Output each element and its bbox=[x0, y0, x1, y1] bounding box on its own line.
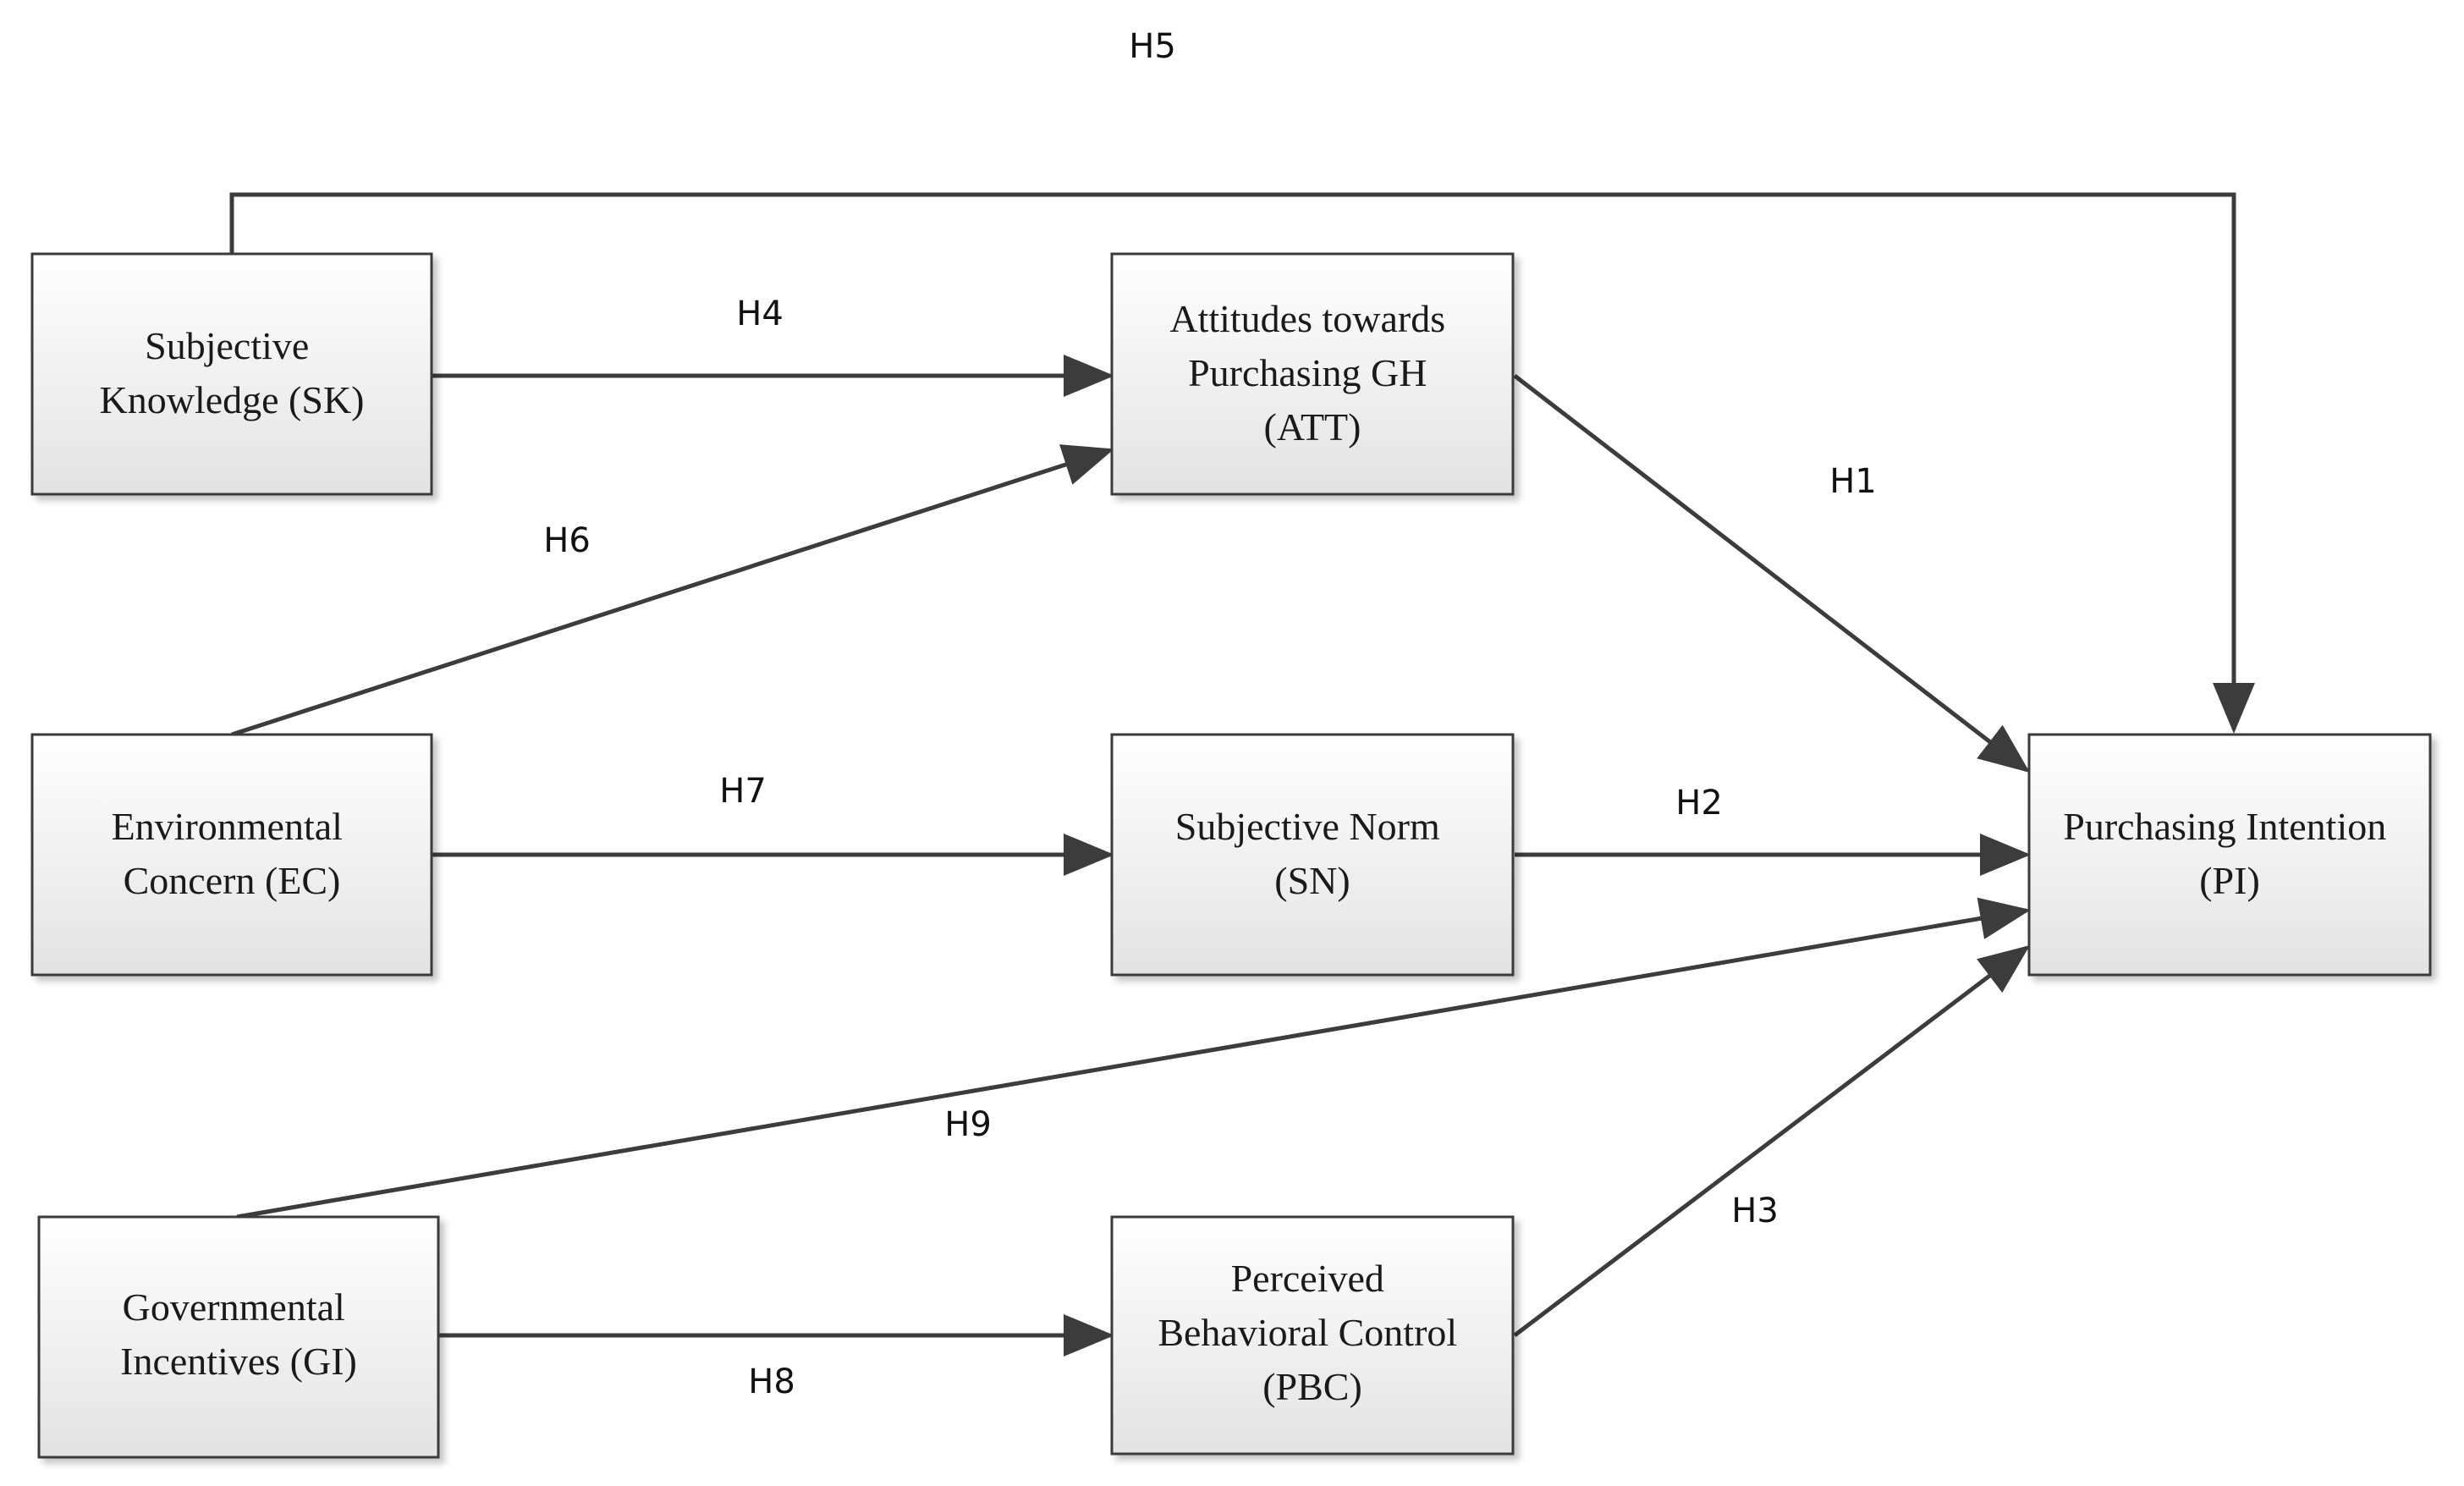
box-subjective-knowledge: Subjective Knowledge (SK) bbox=[30, 252, 433, 496]
arrow-h5-sk-to-pi bbox=[229, 192, 2255, 734]
box-label: Attitudes towards Purchasing GH (ATT) bbox=[1169, 297, 1455, 449]
label-line: (ATT) bbox=[1264, 405, 1361, 449]
arrow-h9-gi-to-pi bbox=[236, 897, 2031, 1219]
label-h6: H6 bbox=[543, 521, 591, 560]
label-line: (SN) bbox=[1274, 859, 1350, 902]
label-h1: H1 bbox=[1829, 462, 1877, 501]
arrow-h1-att-to-pi bbox=[1513, 374, 2030, 773]
label-line: Incentives (GI) bbox=[120, 1340, 357, 1383]
box-attitudes-towards-purchasing: Attitudes towards Purchasing GH (ATT) bbox=[1110, 252, 1515, 496]
label-h3: H3 bbox=[1731, 1192, 1779, 1230]
label-h4: H4 bbox=[736, 294, 784, 333]
label-h2: H2 bbox=[1675, 784, 1723, 823]
label-h8: H8 bbox=[748, 1362, 795, 1401]
box-label: Purchasing Intention (PI) bbox=[2063, 805, 2396, 902]
hypothesis-labels: H5 H4 H1 H6 H7 H2 H9 H3 H8 bbox=[543, 27, 1877, 1401]
box-purchasing-intention: Purchasing Intention (PI) bbox=[2027, 733, 2432, 977]
label-line: Purchasing Intention bbox=[2063, 805, 2386, 848]
label-line: Attitudes towards bbox=[1169, 297, 1445, 340]
box-environmental-concern: Environmental Concern (EC) bbox=[30, 733, 433, 977]
label-line: Behavioral Control bbox=[1158, 1311, 1457, 1354]
label-h5: H5 bbox=[1129, 27, 1176, 66]
box-label: Governmental Incentives (GI) bbox=[120, 1285, 357, 1383]
box-label: Subjective Knowledge (SK) bbox=[100, 324, 365, 421]
label-line: Knowledge (SK) bbox=[100, 378, 365, 421]
arrow-h6-ec-to-att bbox=[231, 444, 1114, 737]
box-label: Subjective Norm (SN) bbox=[1175, 805, 1450, 902]
label-line: Subjective Norm bbox=[1175, 805, 1440, 848]
box-label: Perceived Behavioral Control (PBC) bbox=[1158, 1257, 1466, 1408]
box-governmental-incentives: Governmental Incentives (GI) bbox=[37, 1215, 440, 1459]
label-line: Governmental bbox=[123, 1285, 345, 1329]
box-perceived-behavioral-control: Perceived Behavioral Control (PBC) bbox=[1110, 1215, 1515, 1456]
label-line: Environmental bbox=[112, 805, 343, 848]
label-line: (PBC) bbox=[1262, 1365, 1362, 1408]
label-line: Purchasing GH bbox=[1188, 351, 1427, 394]
label-h7: H7 bbox=[719, 772, 767, 811]
box-label: Environmental Concern (EC) bbox=[112, 805, 353, 902]
label-line: Concern (EC) bbox=[124, 859, 341, 902]
arrow-h3-pbc-to-pi bbox=[1513, 944, 2030, 1337]
label-line: Subjective bbox=[145, 324, 309, 367]
arrows-layer bbox=[229, 192, 2255, 1357]
label-line: Perceived bbox=[1231, 1257, 1384, 1300]
label-h9: H9 bbox=[944, 1105, 992, 1144]
box-subjective-norm: Subjective Norm (SN) bbox=[1110, 733, 1515, 977]
label-line: (PI) bbox=[2199, 859, 2260, 902]
